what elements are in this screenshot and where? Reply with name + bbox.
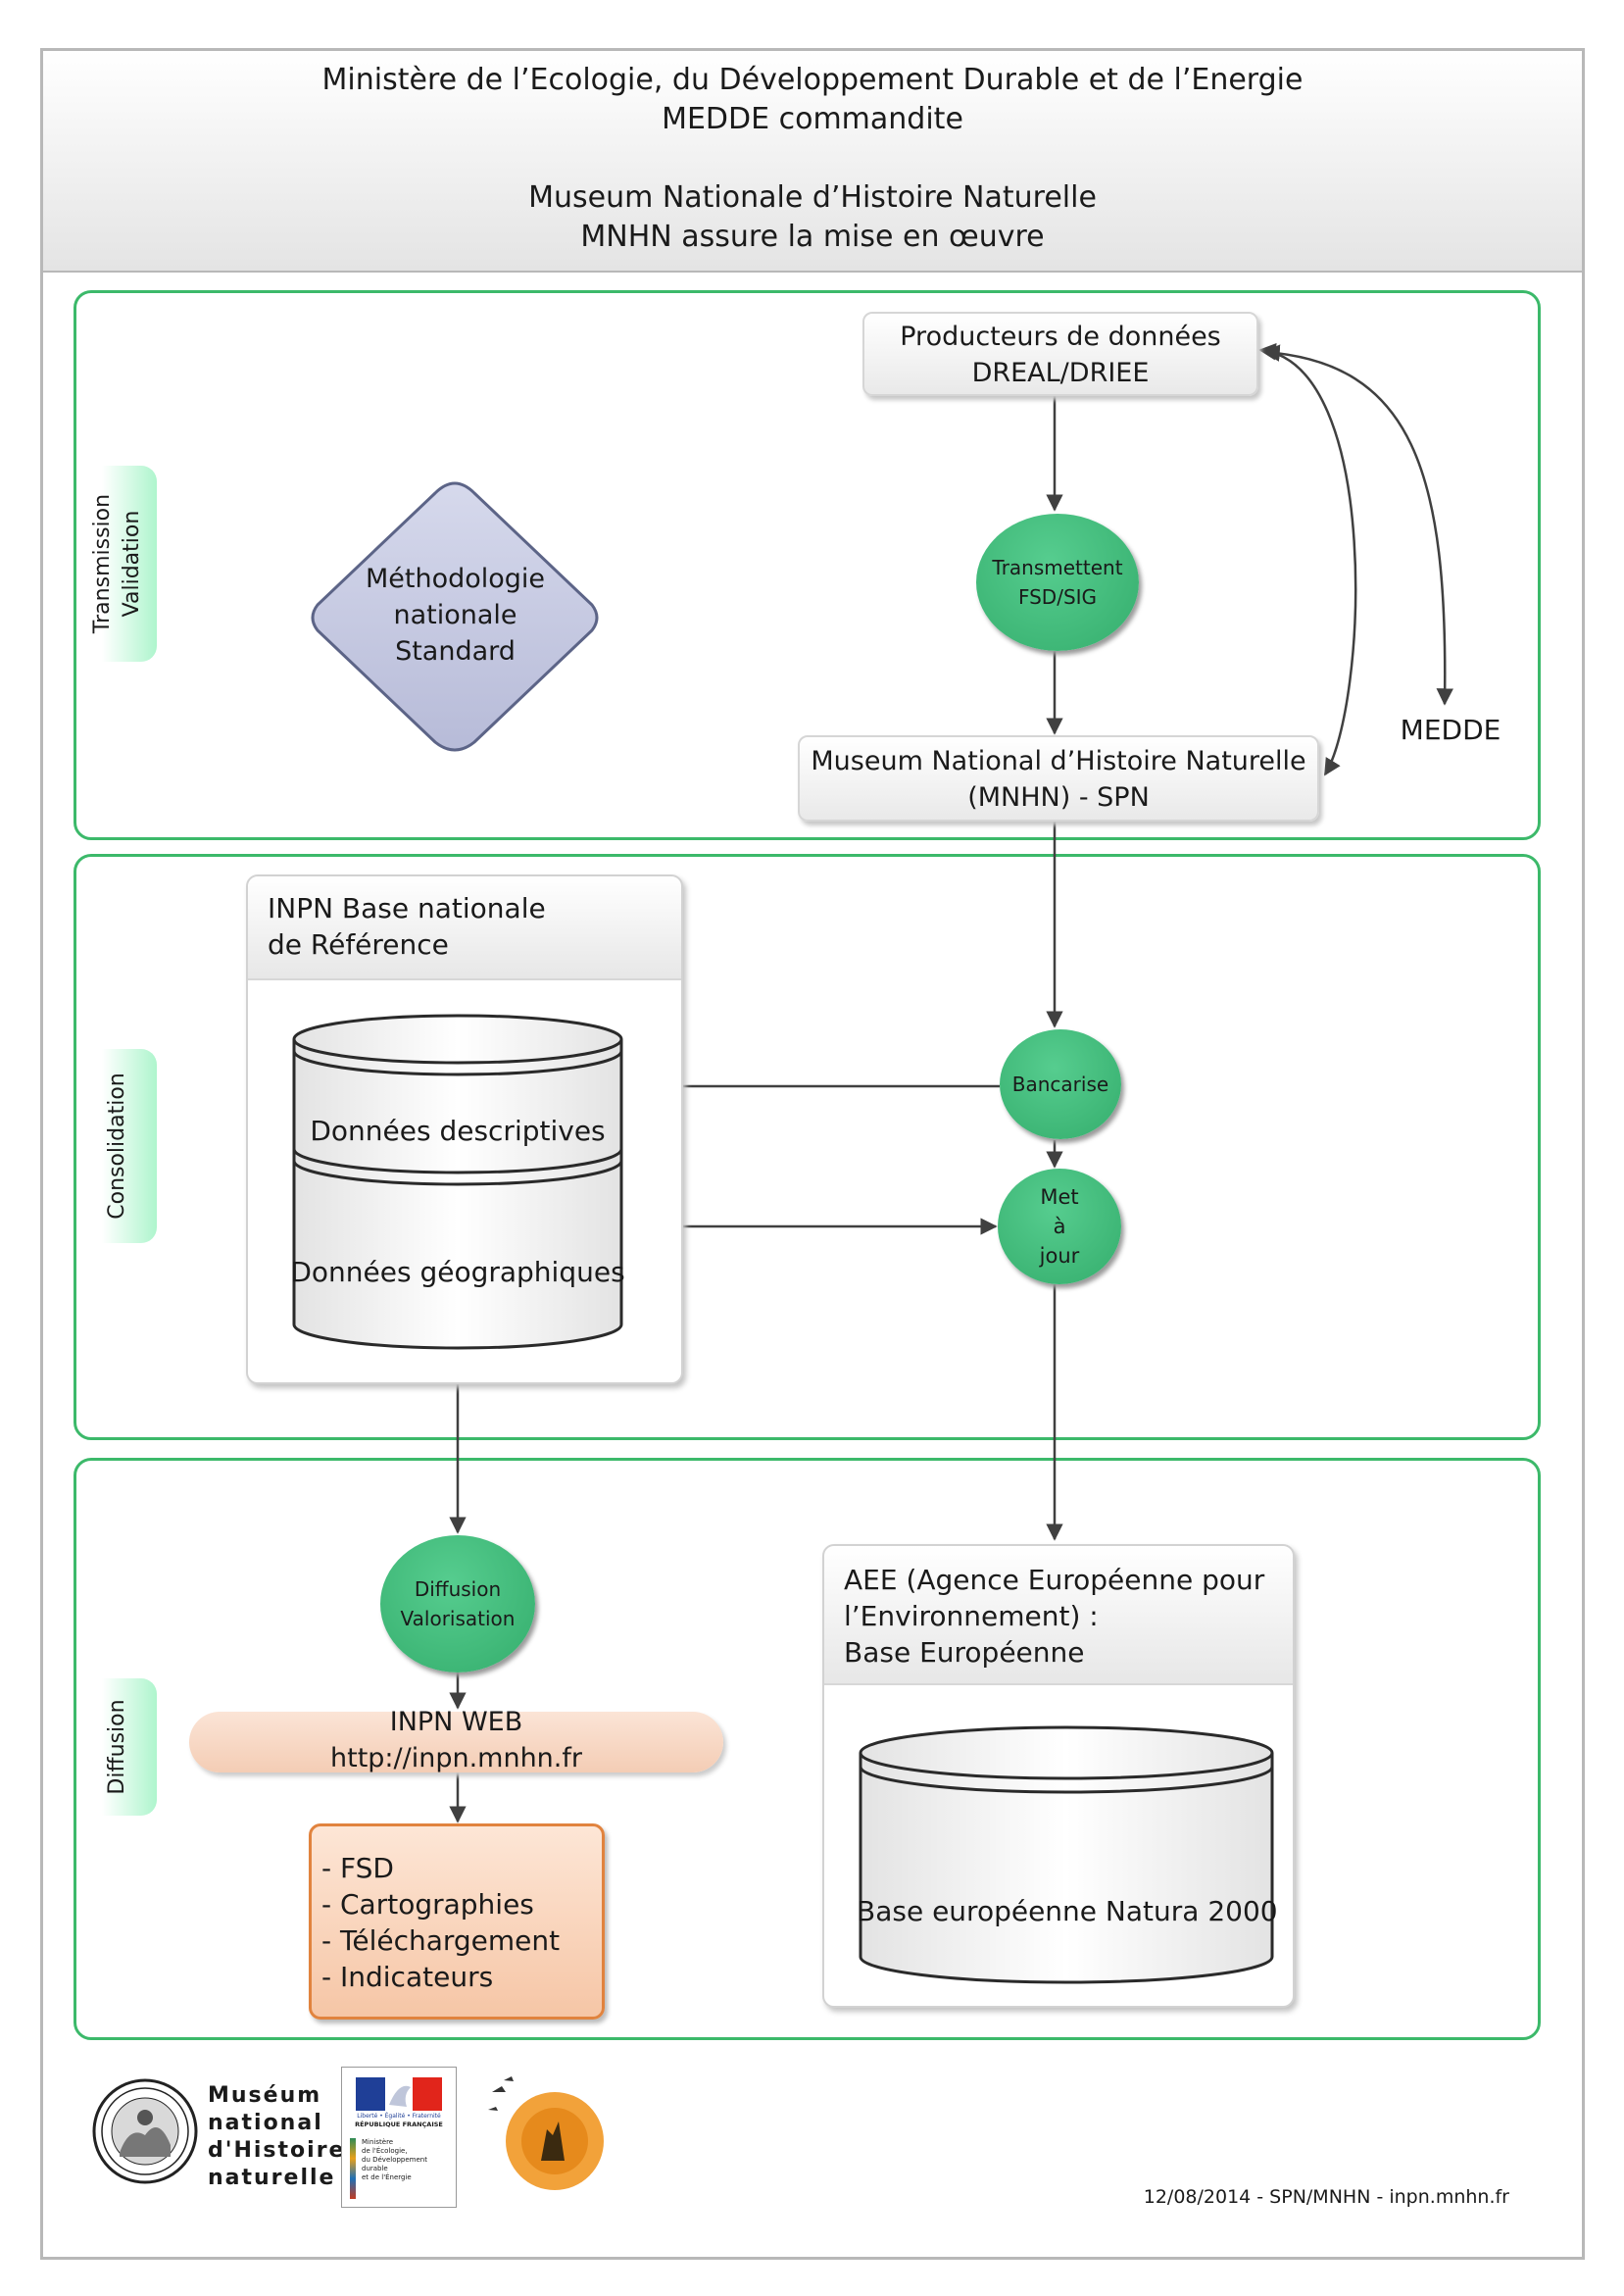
transmettent-sublabel: FSD/SIG — [1017, 585, 1098, 609]
header-museum: Museum Nationale d’Histoire Naturelle — [528, 180, 1097, 215]
valorisation-label: Valorisation — [400, 1607, 516, 1630]
arrow-producteurs-medde — [1262, 344, 1454, 706]
ministere-line4: durable — [362, 2165, 388, 2172]
met-label: Met — [1040, 1185, 1079, 1209]
panel-diffusion — [74, 1458, 1541, 2040]
medde-label: MEDDE — [1400, 714, 1501, 746]
ministere-color-bar — [350, 2138, 356, 2199]
a-label: à — [1053, 1215, 1066, 1238]
tab-diffusion: Diffusion — [78, 1678, 157, 1816]
producteurs-label: Producteurs de données — [900, 322, 1221, 352]
republique-label: RÉPUBLIQUE FRANÇAISE — [355, 2121, 443, 2128]
methodologie-text: Méthodologie nationale Standard — [306, 561, 605, 670]
footer-credit: 12/08/2014 - SPN/MNHN - inpn.mnhn.fr — [1143, 2186, 1509, 2208]
aee-database-icon — [859, 1725, 1274, 1984]
panel-transmission — [74, 290, 1541, 840]
aee-title-line3: Base Européenne — [844, 1636, 1085, 1669]
republique-motto: Liberté • Égalité • Fraternité — [357, 2113, 441, 2120]
output-cartographies: - Cartographies — [321, 1888, 534, 1921]
bancarise-label: Bancarise — [1011, 1073, 1109, 1096]
aee-title: AEE (Agence Européenne pour l’Environnem… — [824, 1546, 1293, 1685]
header-banner: Ministère de l’Ecologie, du Développemen… — [43, 51, 1582, 273]
mnhn-label: Museum National d’Histoire Naturelle — [811, 746, 1306, 776]
transmettent-node: Transmettent FSD/SIG — [976, 514, 1139, 651]
methodologie-diamond — [311, 481, 599, 752]
inpn-title: INPN Base nationale de Référence — [248, 876, 681, 980]
connaissance-si-logo-icon — [488, 2076, 604, 2190]
inpn-database-icon — [292, 1014, 623, 1350]
mnhn-logo-line1: Muséum — [208, 2083, 322, 2108]
output-telechargement: - Téléchargement — [321, 1924, 561, 1957]
header-commandite: MEDDE commandite — [662, 102, 963, 136]
inpn-web-pill: INPN WEB http://inpn.mnhn.fr — [189, 1707, 723, 1773]
methodologie-sublabel-1: nationale — [393, 600, 517, 630]
mnhn-logo-line2: national — [208, 2111, 323, 2135]
output-fsd: - FSD — [321, 1852, 394, 1884]
output-indicateurs: - Indicateurs — [321, 1961, 494, 1993]
jour-label: jour — [1039, 1244, 1080, 1268]
met-a-jour-node: Met à jour — [998, 1169, 1121, 1284]
ministere-line2: de l'Écologie, — [362, 2147, 408, 2155]
producteurs-sublabel: DREAL/DRIEE — [971, 358, 1150, 388]
inpn-web-url[interactable]: http://inpn.mnhn.fr — [330, 1743, 582, 1773]
diffusion-valorisation-node: Diffusion Valorisation — [380, 1535, 535, 1672]
natura2000-label: Base européenne Natura 2000 — [857, 1895, 1278, 1927]
aee-title-line2: l’Environnement) : — [844, 1600, 1099, 1632]
mnhn-logo-line4: naturelle — [208, 2166, 336, 2190]
mnhn-logo-text: Muséum national d'Histoire naturelle — [208, 2082, 346, 2192]
aee-title-line1: AEE (Agence Européenne pour — [844, 1564, 1265, 1596]
db-geographiques-label: Données géographiques — [290, 1256, 625, 1288]
methodologie-sublabel-2: Standard — [395, 636, 516, 667]
ministere-line5: et de l'Énergie — [362, 2173, 412, 2181]
panel-consolidation — [74, 854, 1541, 1440]
methodologie-label: Méthodologie — [365, 564, 546, 594]
tab-consolidation: Consolidation — [78, 1049, 157, 1243]
ministere-line1: Ministère — [362, 2138, 394, 2146]
header-mise-en-oeuvre: MNHN assure la mise en œuvre — [580, 220, 1045, 254]
outputs-list: - FSD - Cartographies - Téléchargement -… — [309, 1823, 605, 2020]
ministere-logo: Liberté • Égalité • Fraternité RÉPUBLIQU… — [341, 2067, 457, 2208]
bancarise-node: Bancarise — [1000, 1029, 1121, 1139]
inpn-title-line1: INPN Base nationale — [268, 892, 546, 924]
arrow-producteurs-mnhn-loop — [1258, 342, 1357, 776]
transmettent-label: Transmettent — [992, 556, 1123, 579]
db-descriptives-label: Données descriptives — [310, 1115, 606, 1147]
mnhn-sublabel: (MNHN) - SPN — [967, 782, 1150, 813]
inpn-web-label: INPN WEB — [389, 1707, 523, 1737]
page-frame — [40, 48, 1585, 2260]
inpn-title-line2: de Référence — [268, 928, 449, 961]
diffusion-label: Diffusion — [414, 1577, 502, 1601]
mnhn-logo-line3: d'Histoire — [208, 2138, 346, 2163]
header-ministry: Ministère de l’Ecologie, du Développemen… — [321, 63, 1304, 97]
ministere-line3: du Développement — [362, 2156, 427, 2164]
ministere-text: Ministère de l'Écologie, du Développemen… — [362, 2138, 452, 2182]
mnhn-seal-icon — [92, 2078, 198, 2184]
mnhn-spn-box: Museum National d’Histoire Naturelle (MN… — [798, 735, 1319, 822]
tab-transmission-validation: Transmission Validation — [78, 466, 157, 662]
marianne-flag-icon — [356, 2077, 442, 2111]
producteurs-box: Producteurs de données DREAL/DRIEE — [862, 312, 1258, 396]
